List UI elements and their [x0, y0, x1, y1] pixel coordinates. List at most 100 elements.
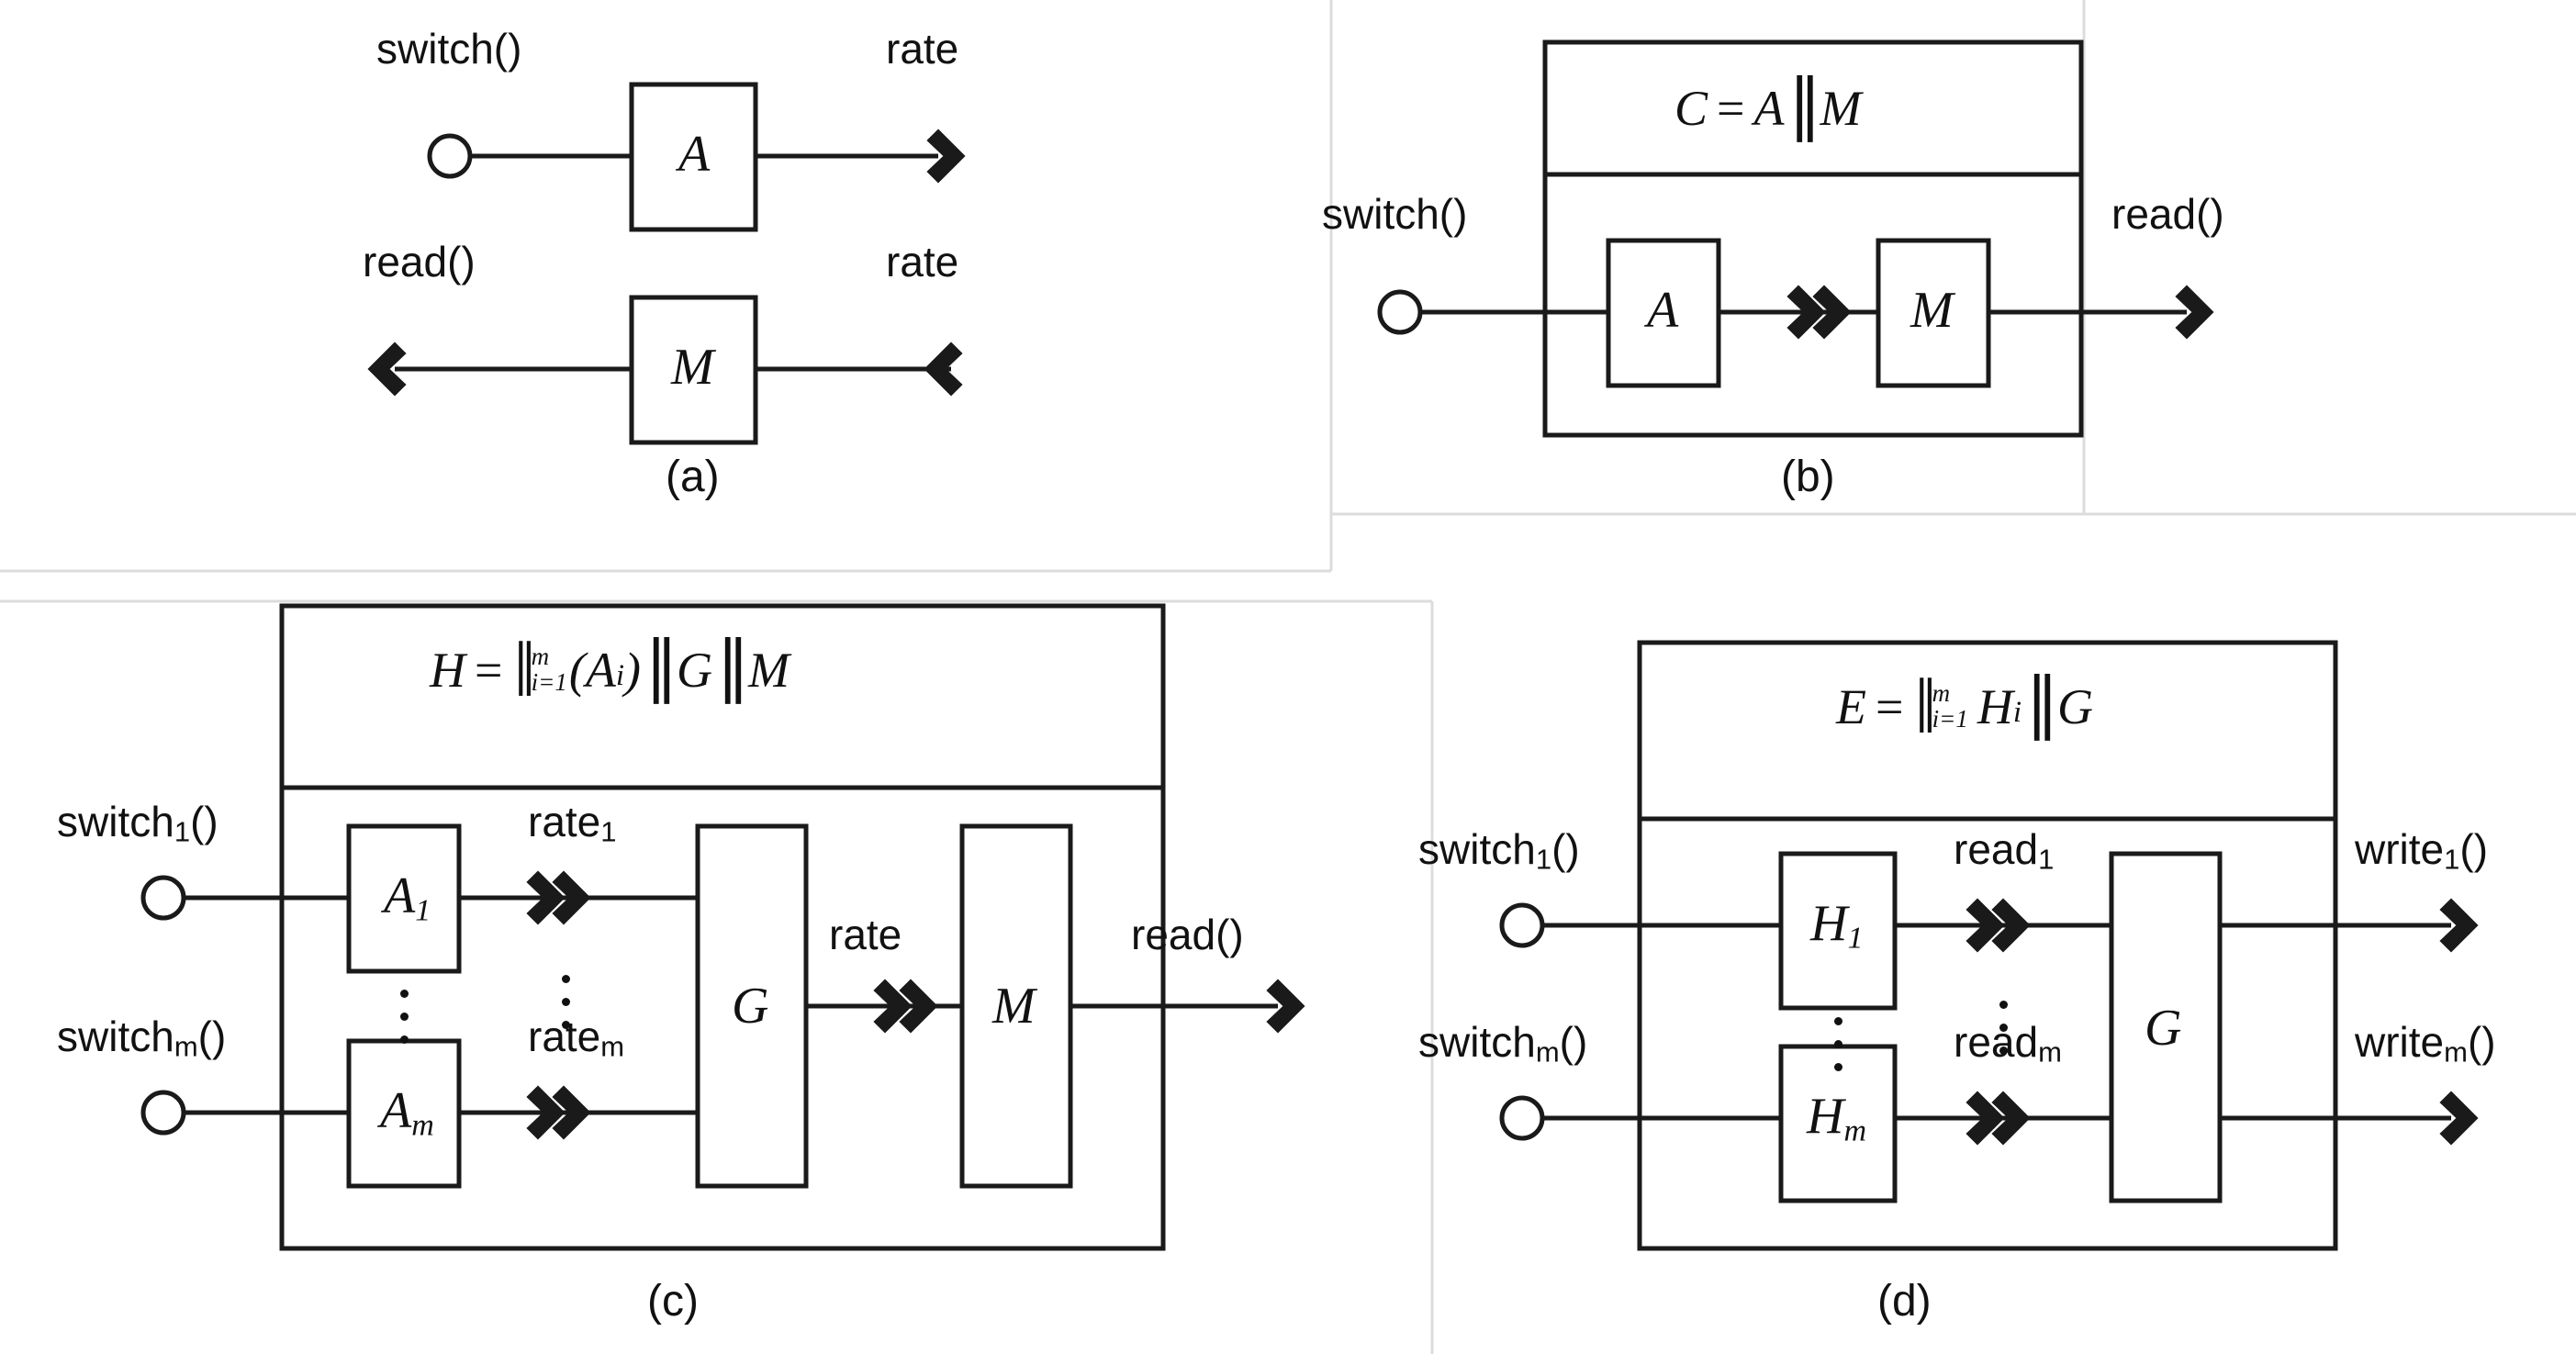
panel-b-vector — [1377, 39, 2211, 438]
panel-b-caption: (b) — [1781, 453, 1835, 501]
panel-b-eq-lhs: C — [1674, 80, 1708, 136]
panel-d-ellipsis-components — [1834, 1017, 1842, 1071]
panel-d-eq-lower: i=1 — [1932, 704, 1968, 733]
panel-d-gate-g: G — [2145, 1000, 2182, 1057]
panel-d-component-hm-sub: m — [1843, 1113, 1867, 1148]
panel-b-eq-parallel: ∥ — [1787, 68, 1822, 143]
panel-d-output-label-m: writem() — [2355, 1021, 2496, 1067]
panel-d-eq-upper: m — [1932, 679, 1951, 708]
panel-c-mid-label-m: ratem — [528, 1015, 624, 1061]
panel-d-output-1-text: write — [2355, 825, 2445, 873]
panel-c-input-m-text: switch — [57, 1013, 174, 1060]
panel-c-input-m-sub: m — [174, 1030, 198, 1063]
panel-d-output-m-sub: m — [2444, 1035, 2468, 1069]
panel-c-vector — [140, 603, 1302, 1251]
panel-c-eq-bigop: ‖ — [513, 624, 535, 713]
panel-d-input-label-m: switchm() — [1418, 1021, 1587, 1067]
panel-d-vector — [1499, 640, 2475, 1251]
panel-d-mid-1-sub: 1 — [2038, 843, 2055, 876]
panel-d-mid-1-text: read — [1954, 825, 2039, 873]
panel-a-component-a: A — [678, 126, 711, 183]
panel-b-component-a: A — [1647, 282, 1679, 339]
panel-d-eq-body-sub: i — [2012, 696, 2022, 730]
panel-d-output-m-suffix: () — [2467, 1018, 2496, 1066]
panel-d-eq-g: G — [2057, 678, 2094, 734]
panel-c-input-label-1: switch1() — [57, 800, 218, 846]
panel-d-mid-m-text: read — [1954, 1018, 2039, 1066]
panel-c-component-a1: A1 — [384, 870, 431, 927]
panel-b-equation: C = A ∥ M — [1674, 68, 1862, 143]
panel-c-gate-g: G — [732, 978, 769, 1035]
panel-c-mid-label-1: rate1 — [528, 800, 617, 846]
panel-c-eq-body-sub: i — [615, 659, 624, 693]
panel-c-mid-m-sub: m — [600, 1030, 625, 1063]
panel-a-vector: rate --> — [371, 82, 962, 445]
panel-c-caption: (c) — [647, 1277, 699, 1326]
panel-b-eq-equals: = — [1717, 80, 1745, 136]
panel-b-component-m: M — [1910, 282, 1954, 339]
panel-d-input-1-suffix: () — [1551, 825, 1580, 873]
panel-d-input-1-text: switch — [1418, 825, 1536, 873]
panel-d-component-h1-name: H — [1810, 895, 1848, 952]
panel-c-gate-out-label: rate — [829, 911, 902, 958]
panel-c-ellipsis-components — [400, 990, 409, 1044]
panel-c-eq-m: M — [747, 642, 790, 698]
panel-d-eq-equals: = — [1876, 678, 1904, 734]
panel-a-row2-input-label: rate — [886, 238, 959, 285]
panel-d-mid-label-m: readm — [1954, 1021, 2062, 1067]
panel-a-row1-output-label: rate — [886, 25, 959, 73]
panel-d-mid-m-sub: m — [2038, 1035, 2062, 1069]
panel-c-input-1-text: switch — [57, 798, 174, 845]
panel-c-eq-limits: m i=1 — [532, 644, 567, 695]
panel-d-eq-bigop-group: ‖ m i=1 — [1914, 661, 1968, 750]
panel-d-mid-label-1: read1 — [1954, 828, 2054, 874]
panel-a-row2-output-label: read() — [363, 238, 476, 285]
panel-d-eq-bigop: ‖ — [1914, 661, 1936, 750]
panel-d-eq-body: H — [1977, 678, 2013, 734]
panel-d-component-h1-sub: 1 — [1847, 921, 1864, 956]
panel-d-input-m-suffix: () — [1559, 1018, 1588, 1066]
panel-c-eq-body-close: ) — [624, 642, 641, 698]
panel-b-input-label: switch() — [1322, 190, 1468, 238]
panel-d-output-m-text: write — [2355, 1018, 2445, 1066]
panel-c-eq-lower: i=1 — [531, 667, 567, 696]
panel-d-input-1-sub: 1 — [1535, 843, 1552, 876]
panel-c-eq-parallel-1: ∥ — [644, 630, 678, 705]
panel-a-component-m: M — [671, 339, 714, 396]
panel-d-input-m-sub: m — [1535, 1035, 1560, 1069]
panel-b-eq-first: A — [1753, 80, 1785, 136]
panel-a-row1-input-label: switch() — [376, 25, 522, 73]
panel-b-eq-second: M — [1820, 80, 1862, 136]
panel-c-eq-equals: = — [475, 642, 503, 698]
panel-d-eq-limits: m i=1 — [1932, 681, 1968, 732]
panel-d-output-1-sub: 1 — [2444, 843, 2460, 876]
panel-c-input-1-suffix: () — [190, 798, 218, 845]
panel-d-component-hm-name: H — [1807, 1088, 1844, 1145]
panel-c-component-a1-name: A — [384, 867, 416, 924]
panel-c-eq-parallel-2: ∥ — [715, 630, 750, 705]
panel-c-eq-upper: m — [531, 643, 550, 671]
panel-d-output-1-suffix: () — [2459, 825, 2489, 873]
panel-c-ellipsis-labels — [562, 975, 570, 1029]
panel-d-caption: (d) — [1877, 1277, 1932, 1326]
panel-c-eq-bigop-group: ‖ m i=1 — [513, 624, 567, 713]
panel-c-input-1-sub: 1 — [174, 815, 191, 848]
panel-d-component-h1: H1 — [1810, 898, 1863, 955]
panel-c-input-m-suffix: () — [197, 1013, 227, 1060]
panel-c-component-am-name: A — [380, 1082, 412, 1139]
panel-d-eq-parallel-1: ∥ — [2025, 666, 2059, 742]
panel-c-component-am-sub: m — [411, 1108, 434, 1143]
panel-d-eq-lhs: E — [1836, 678, 1866, 734]
panel-b-output-label: read() — [2111, 190, 2224, 238]
panel-c-eq-body: (A — [568, 642, 616, 698]
panel-c-component-a1-sub: 1 — [415, 893, 431, 928]
panel-d-input-m-text: switch — [1418, 1018, 1536, 1066]
panel-c-mid-1-text: rate — [528, 798, 601, 845]
panel-d-component-hm: Hm — [1807, 1091, 1866, 1147]
panel-d-input-label-1: switch1() — [1418, 828, 1580, 874]
